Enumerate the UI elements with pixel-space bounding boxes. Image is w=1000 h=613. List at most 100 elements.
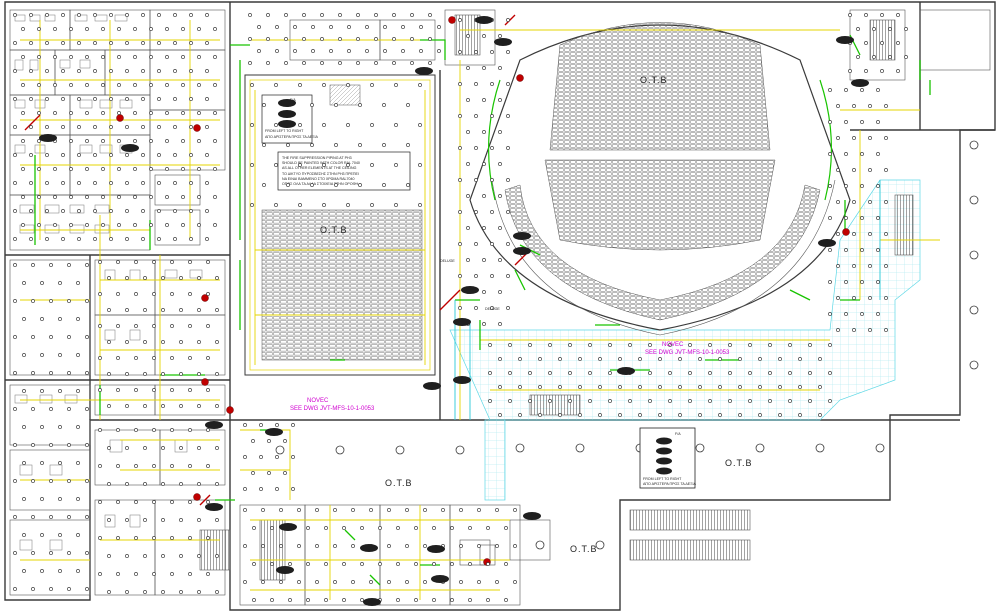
sprinkler-head <box>383 25 387 29</box>
sprinkler-head <box>125 308 129 312</box>
sprinkler-head <box>320 61 324 65</box>
sprinkler-head <box>333 508 337 512</box>
sprinkler-head <box>884 200 888 204</box>
notes-from-left: FROM LEFT TO RIGHT <box>265 129 304 133</box>
sprinkler-head <box>548 371 552 375</box>
sprinkler-head <box>382 103 386 107</box>
sprinkler-head <box>45 97 49 101</box>
sprinkler-head <box>215 372 219 376</box>
sprinkler-head <box>40 281 44 285</box>
sprinkler-head <box>588 399 592 403</box>
sprinkler-head <box>109 41 113 45</box>
sprinkler-head <box>394 163 398 167</box>
sprinkler-head <box>53 27 57 31</box>
red-lines <box>24 14 531 506</box>
sprinkler-head <box>173 153 177 157</box>
sprinkler-head <box>125 153 129 157</box>
sprinkler-head <box>22 425 26 429</box>
sprinkler-head <box>306 526 310 530</box>
sprinkler-head <box>458 146 462 150</box>
sprinkler-head <box>490 114 494 118</box>
sprinkler-head <box>768 343 772 347</box>
sprinkler-head <box>728 371 732 375</box>
area-labels: O.T.B O.T.B O.T.B O.T.B O.T.B DELUGE DEL… <box>320 75 752 554</box>
sprinkler-head <box>876 216 880 220</box>
sprinkler-head <box>179 308 183 312</box>
sprinkler-head <box>728 343 732 347</box>
sprinkler-head <box>466 130 470 134</box>
sprinkler-head <box>884 328 888 332</box>
sprinkler-head <box>477 580 481 584</box>
sprinkler-head <box>528 371 532 375</box>
sprinkler-head <box>306 598 310 602</box>
sprinkler-head <box>197 83 201 87</box>
central-hall <box>244 19 436 376</box>
sprinkler-head <box>189 125 193 129</box>
auditorium <box>469 22 851 336</box>
sprinkler-head <box>49 479 53 483</box>
sprinkler-head <box>188 464 192 468</box>
red-alarm-markers <box>116 16 850 566</box>
sprinkler-head <box>157 181 161 185</box>
sprinkler-head <box>828 371 832 375</box>
sprinkler-head <box>688 399 692 403</box>
sprinkler-head <box>414 526 418 530</box>
sprinkler-head <box>141 97 145 101</box>
sprinkler-head <box>347 25 351 29</box>
sprinkler-head <box>98 388 102 392</box>
sprinkler-head <box>101 167 105 171</box>
sprinkler-head <box>93 237 97 241</box>
sprinkler-head <box>468 598 472 602</box>
sprinkler-head <box>98 536 102 540</box>
sprinkler-head <box>61 237 65 241</box>
sprinkler-head <box>648 371 652 375</box>
sprinkler-head <box>406 103 410 107</box>
sprinkler-head <box>13 551 17 555</box>
novec-ref-right: SEE DWG JVT-MFS-10-1-0053 <box>645 350 730 356</box>
sprinkler-head <box>22 569 26 573</box>
sprinkler-head <box>29 41 33 45</box>
sprinkler-head <box>13 69 17 73</box>
sprinkler-head <box>506 242 510 246</box>
sprinkler-head <box>181 111 185 115</box>
sprinkler-head <box>504 562 508 566</box>
sprinkler-head <box>76 281 80 285</box>
sprinkler-head <box>852 264 856 268</box>
sprinkler-head <box>474 274 478 278</box>
sprinkler-head <box>518 385 522 389</box>
sprinkler-head <box>288 562 292 566</box>
sprinkler-head <box>181 195 185 199</box>
sprinkler-head <box>876 184 880 188</box>
sprinkler-head <box>134 260 138 264</box>
sprinkler-head <box>423 580 427 584</box>
sprinkler-head <box>836 232 840 236</box>
sprinkler-head <box>488 399 492 403</box>
sprinkler-head <box>13 407 17 411</box>
fire-note-line-6: ΟΠΩΣ ΟΛΑ ΤΑ ΑΛΛΑ ΣΤΟΙΧΕΙΑ ΣΤΗΝ ΟΡΟΦΗ <box>282 182 358 186</box>
sprinkler-head <box>206 388 210 392</box>
sprinkler-head <box>284 37 288 41</box>
sprinkler-head <box>474 178 478 182</box>
sprinkler-head <box>324 526 328 530</box>
sprinkler-head <box>213 167 217 171</box>
sprinkler-head <box>40 533 44 537</box>
sprinkler-head <box>152 260 156 264</box>
sprinkler-head <box>360 562 364 566</box>
sprinkler-head <box>508 399 512 403</box>
sprinkler-head <box>67 479 71 483</box>
sprinkler-head <box>109 13 113 17</box>
sprinkler-head <box>718 413 722 417</box>
sprinkler-head <box>267 439 271 443</box>
sprinkler-head <box>77 181 81 185</box>
sprinkler-head <box>310 103 314 107</box>
sprinkler-head <box>334 183 338 187</box>
sprinkler-head <box>252 598 256 602</box>
sprinkler-head <box>117 223 121 227</box>
sprinkler-head <box>668 343 672 347</box>
sprinkler-head <box>206 500 210 504</box>
sprinkler-head <box>405 544 409 548</box>
sprinkler-head <box>506 210 510 214</box>
sprinkler-head <box>215 340 219 344</box>
sprinkler-head <box>288 598 292 602</box>
sprinkler-head <box>248 37 252 41</box>
